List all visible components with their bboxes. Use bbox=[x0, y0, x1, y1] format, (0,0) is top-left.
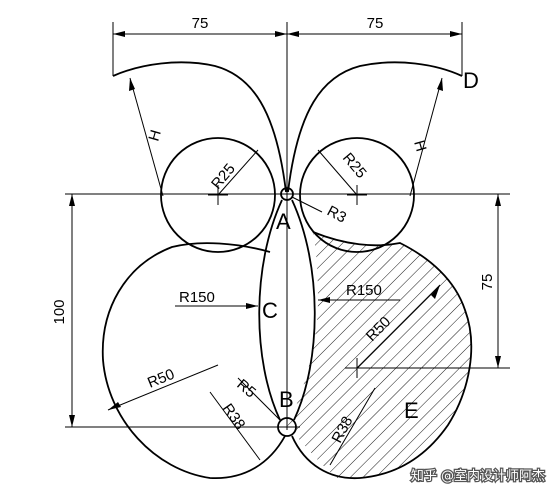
label-r25-right: R25 bbox=[339, 150, 370, 182]
arrow-right-bottom bbox=[495, 356, 501, 368]
arrow-left-top bbox=[69, 194, 75, 206]
dim-right-height: 75 bbox=[479, 274, 496, 291]
dim-left-width: 75 bbox=[192, 15, 209, 32]
label-r3: R3 bbox=[324, 203, 349, 227]
arrow-r50-left bbox=[108, 402, 121, 410]
label-h-right: H bbox=[410, 138, 429, 153]
arrow-top-right bbox=[450, 31, 462, 37]
leader-r25-right bbox=[317, 149, 358, 196]
dim-right-width: 75 bbox=[367, 15, 384, 32]
label-point-a: A bbox=[276, 209, 291, 234]
label-r150-right: R150 bbox=[346, 282, 382, 299]
label-point-d: D bbox=[463, 68, 479, 93]
label-point-b: B bbox=[279, 387, 294, 412]
leader-r50-left bbox=[107, 364, 219, 411]
arrow-left-bottom bbox=[69, 415, 75, 427]
arrow-r150-right bbox=[318, 297, 330, 303]
label-r50-left: R50 bbox=[145, 366, 177, 392]
arrow-top-mid-left bbox=[275, 31, 287, 37]
label-point-e: E bbox=[404, 398, 419, 423]
leader-r25-left bbox=[217, 149, 259, 196]
top-right-circle bbox=[299, 137, 415, 253]
label-point-c: C bbox=[262, 298, 278, 323]
leader-h-right bbox=[409, 77, 443, 197]
watermark: 知乎 @室内设计师阿杰 bbox=[411, 468, 545, 484]
c-lens-right-arc bbox=[291, 199, 316, 421]
dim-total-height: 100 bbox=[51, 299, 68, 324]
big-left-circle bbox=[101, 242, 286, 479]
arrow-right-top bbox=[495, 194, 501, 206]
arrow-h-right bbox=[437, 78, 443, 91]
leader-r5 bbox=[237, 377, 281, 421]
label-h-left: H bbox=[146, 128, 165, 143]
label-r5: R5 bbox=[233, 376, 259, 401]
arrow-top-left bbox=[113, 31, 125, 37]
leader-r50-right bbox=[356, 284, 441, 369]
arrow-r50-right bbox=[431, 285, 440, 299]
label-r25-left: R25 bbox=[208, 161, 239, 193]
arrow-top-mid-right bbox=[287, 31, 299, 37]
label-r38-left: R38 bbox=[219, 401, 249, 433]
hatched-region-e bbox=[287, 232, 472, 478]
top-left-circle bbox=[160, 137, 276, 253]
label-r150-left: R150 bbox=[179, 289, 215, 306]
left-wing-arc bbox=[112, 61, 287, 193]
leader-r38-right bbox=[329, 387, 376, 466]
leader-r38-left bbox=[209, 391, 261, 461]
arrow-h-left bbox=[129, 78, 135, 91]
c-lens-left-arc bbox=[258, 199, 283, 421]
right-wing-arc bbox=[287, 61, 463, 193]
leader-r3 bbox=[291, 196, 323, 213]
arrow-r150-left bbox=[246, 303, 258, 309]
big-right-circle bbox=[291, 231, 473, 479]
leader-h-left bbox=[129, 77, 164, 197]
